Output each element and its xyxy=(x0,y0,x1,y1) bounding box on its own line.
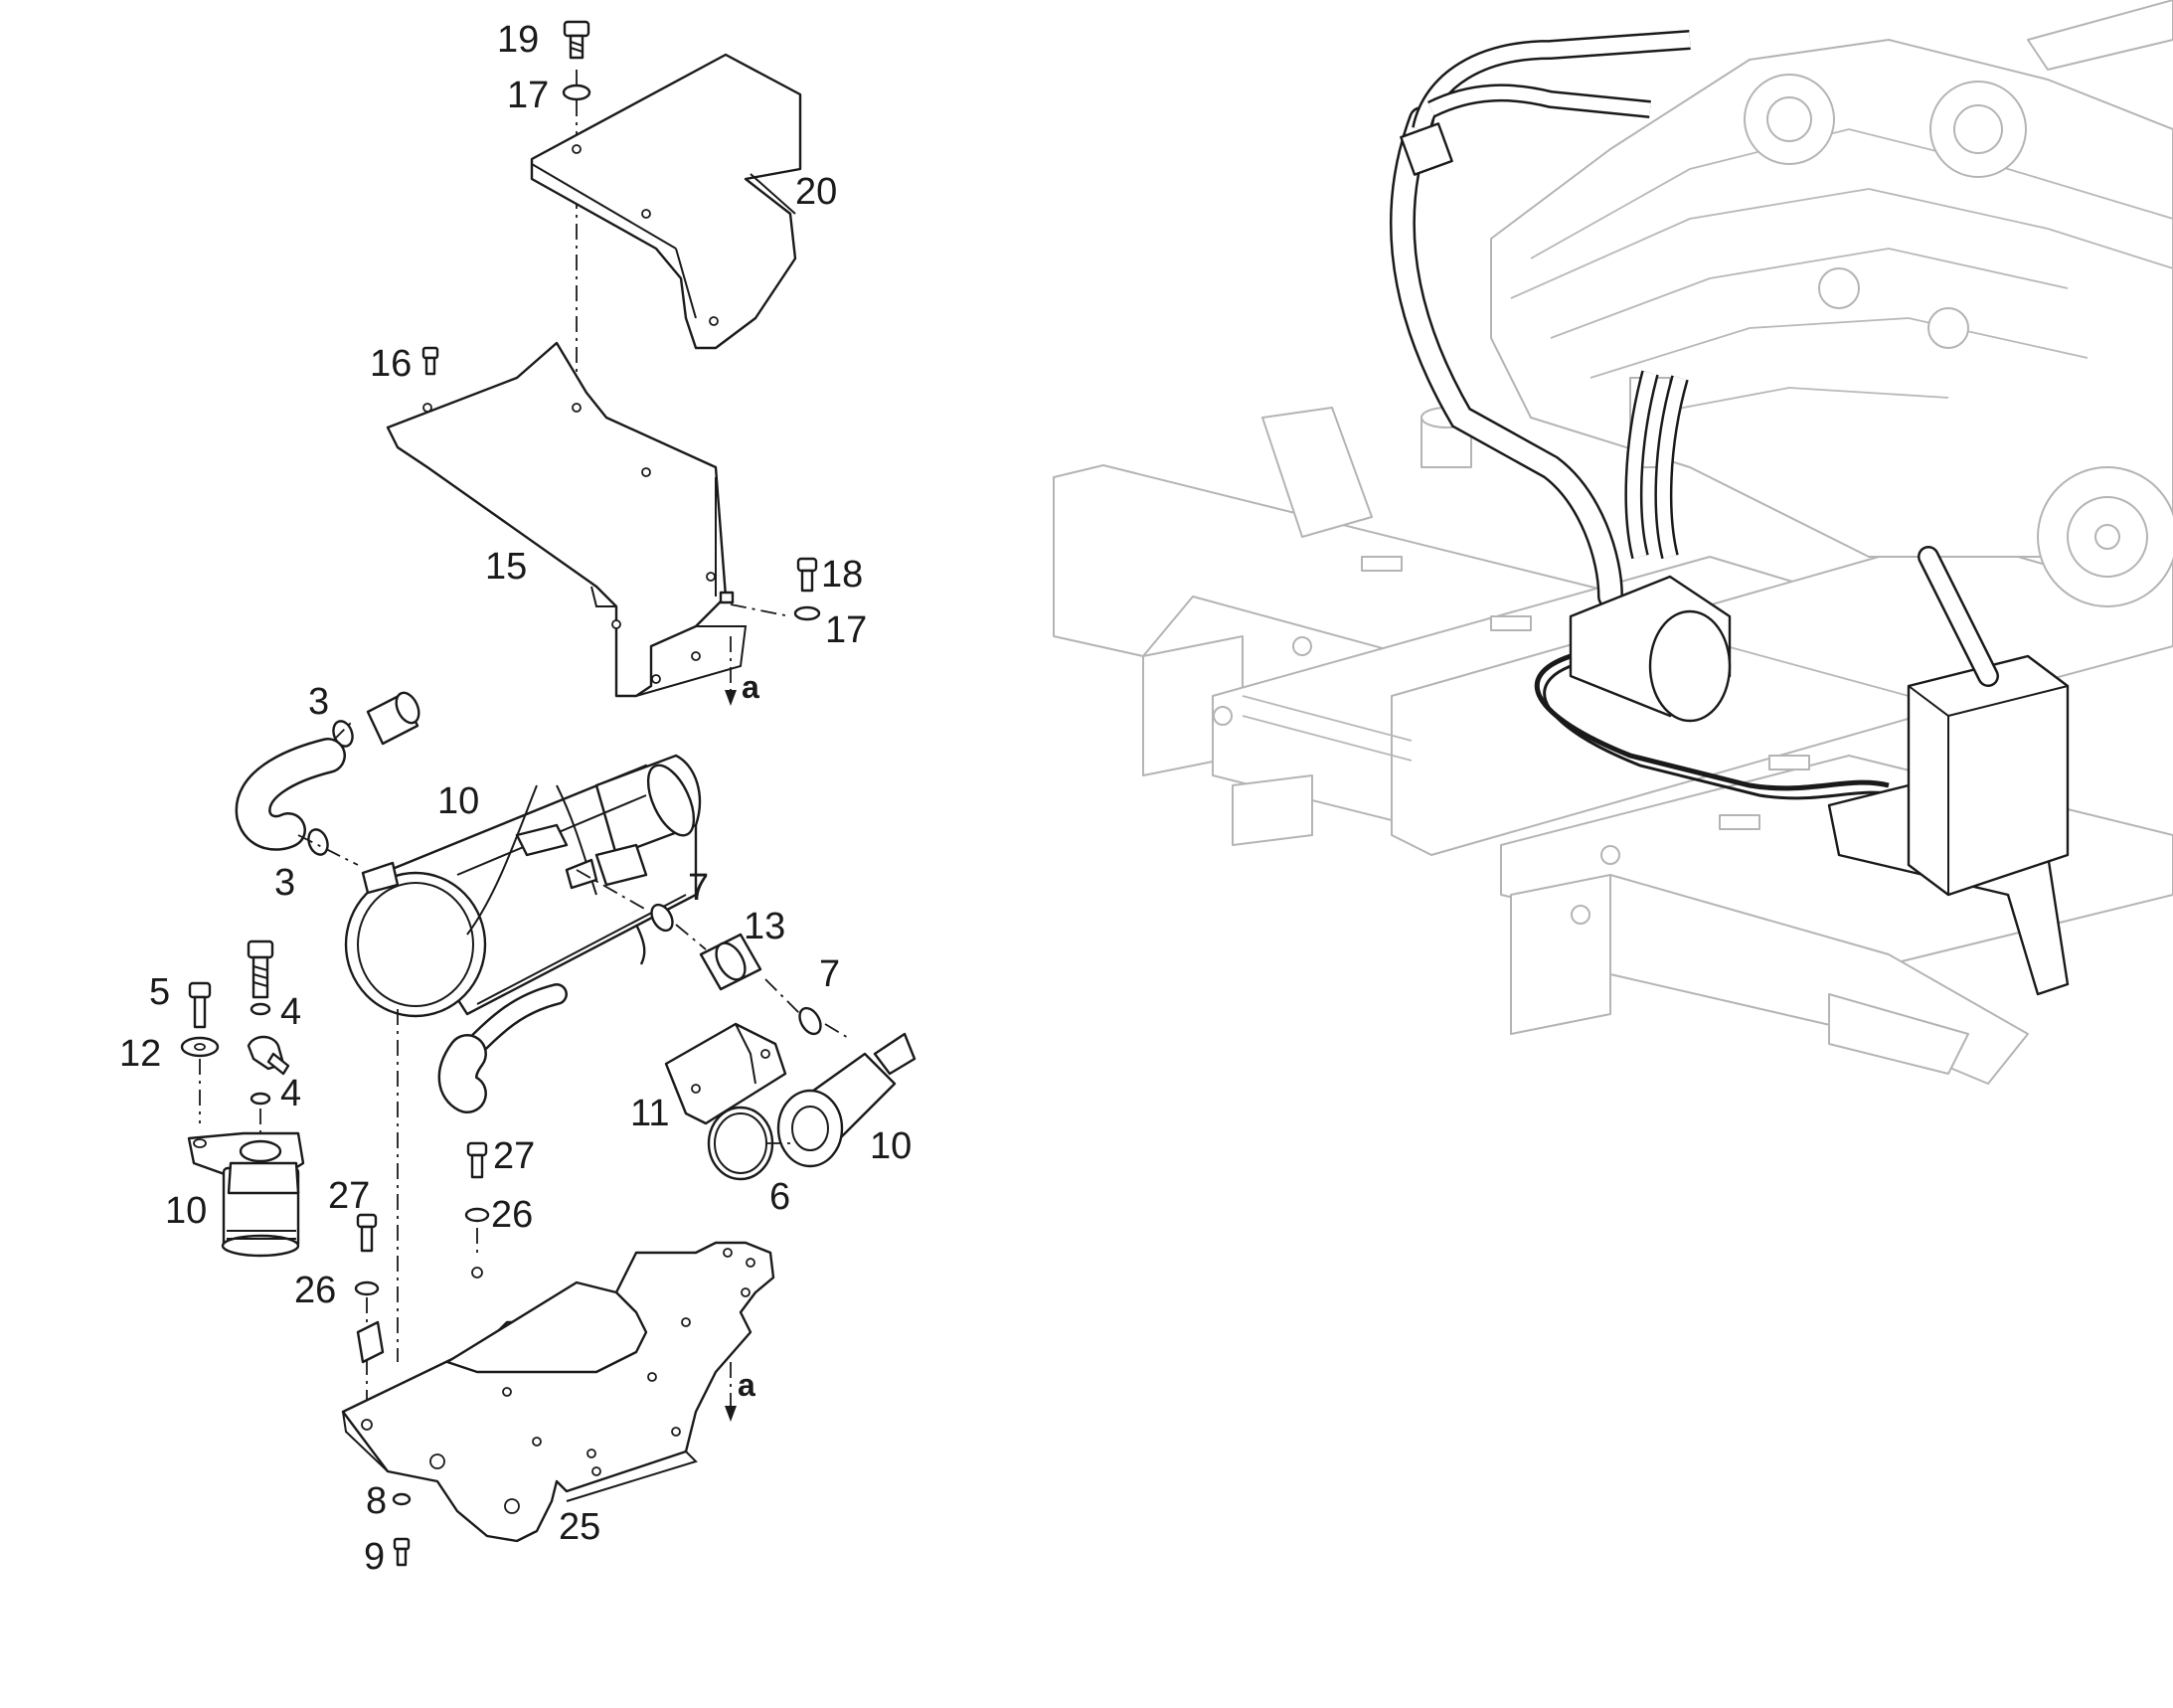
callout-10: 10 xyxy=(165,1190,207,1232)
callout-7: 7 xyxy=(819,953,840,995)
callout-18: 18 xyxy=(821,554,863,596)
callout-15: 15 xyxy=(485,546,527,588)
callout-10: 10 xyxy=(870,1125,912,1167)
part-4-washer-upper xyxy=(250,1002,271,1016)
callout-8: 8 xyxy=(366,1480,387,1522)
part-4-washer-lower xyxy=(250,1092,271,1106)
part-25-base-plate xyxy=(341,1241,775,1543)
callout-3: 3 xyxy=(274,862,295,904)
callout-3: 3 xyxy=(308,681,329,723)
callout-12: 12 xyxy=(119,1033,161,1075)
callout-5: 5 xyxy=(149,971,170,1013)
callout-10: 10 xyxy=(437,780,479,822)
part-15-shield-plate xyxy=(386,341,728,698)
part-17-washer-top xyxy=(562,84,591,101)
callout-11: 11 xyxy=(630,1093,669,1134)
part-18-bolt xyxy=(796,557,818,593)
part-3-clamp-lower xyxy=(307,828,329,856)
part-7-clamp-upper xyxy=(650,903,674,933)
callout-4: 4 xyxy=(280,991,301,1033)
callout-27: 27 xyxy=(493,1135,535,1177)
part-7-clamp-lower xyxy=(798,1006,822,1036)
callout-labels: 19 17 20 16 15 18 17 a 3 10 3 7 13 7 5 4… xyxy=(119,19,912,1578)
arrow-ref-a: a xyxy=(742,669,759,705)
callout-17: 17 xyxy=(507,75,549,116)
part-9-bolt xyxy=(393,1537,411,1567)
callout-26: 26 xyxy=(294,1270,336,1311)
part-8-washer xyxy=(392,1492,412,1506)
part-10-air-heater xyxy=(344,754,702,1113)
part-16-screw xyxy=(421,346,439,376)
callout-17: 17 xyxy=(825,609,867,651)
chassis-overview-illustration xyxy=(1053,0,2173,1085)
callout-9: 9 xyxy=(364,1536,385,1578)
callout-7: 7 xyxy=(688,867,709,909)
part-26-washer-right xyxy=(464,1207,490,1223)
part-27-bolt-left xyxy=(356,1213,378,1253)
callout-13: 13 xyxy=(744,906,785,947)
callout-16: 16 xyxy=(370,343,412,385)
callout-20: 20 xyxy=(795,171,837,213)
part-10-fuel-pump xyxy=(776,1032,917,1168)
part-27-bolt-right xyxy=(466,1141,488,1179)
part-20-cover xyxy=(530,53,802,350)
part-3-clamp-upper xyxy=(332,691,420,748)
part-6-clamp xyxy=(707,1106,774,1181)
part-4-bolt xyxy=(247,939,274,999)
part-5-bolt xyxy=(188,981,212,1029)
part-26-washer-left xyxy=(354,1281,380,1296)
part-10-fuel-filter xyxy=(187,1131,305,1258)
callout-4: 4 xyxy=(280,1073,301,1114)
callout-19: 19 xyxy=(497,19,539,61)
callout-27: 27 xyxy=(328,1175,370,1217)
callout-6: 6 xyxy=(769,1176,790,1218)
callout-26: 26 xyxy=(491,1194,533,1236)
arrow-ref-a: a xyxy=(738,1367,755,1403)
part-19-bolt xyxy=(563,20,590,60)
exploded-parts xyxy=(180,20,917,1567)
part-11-bracket xyxy=(664,1022,787,1125)
part-17-washer-right xyxy=(793,605,821,621)
callout-25: 25 xyxy=(559,1506,600,1548)
